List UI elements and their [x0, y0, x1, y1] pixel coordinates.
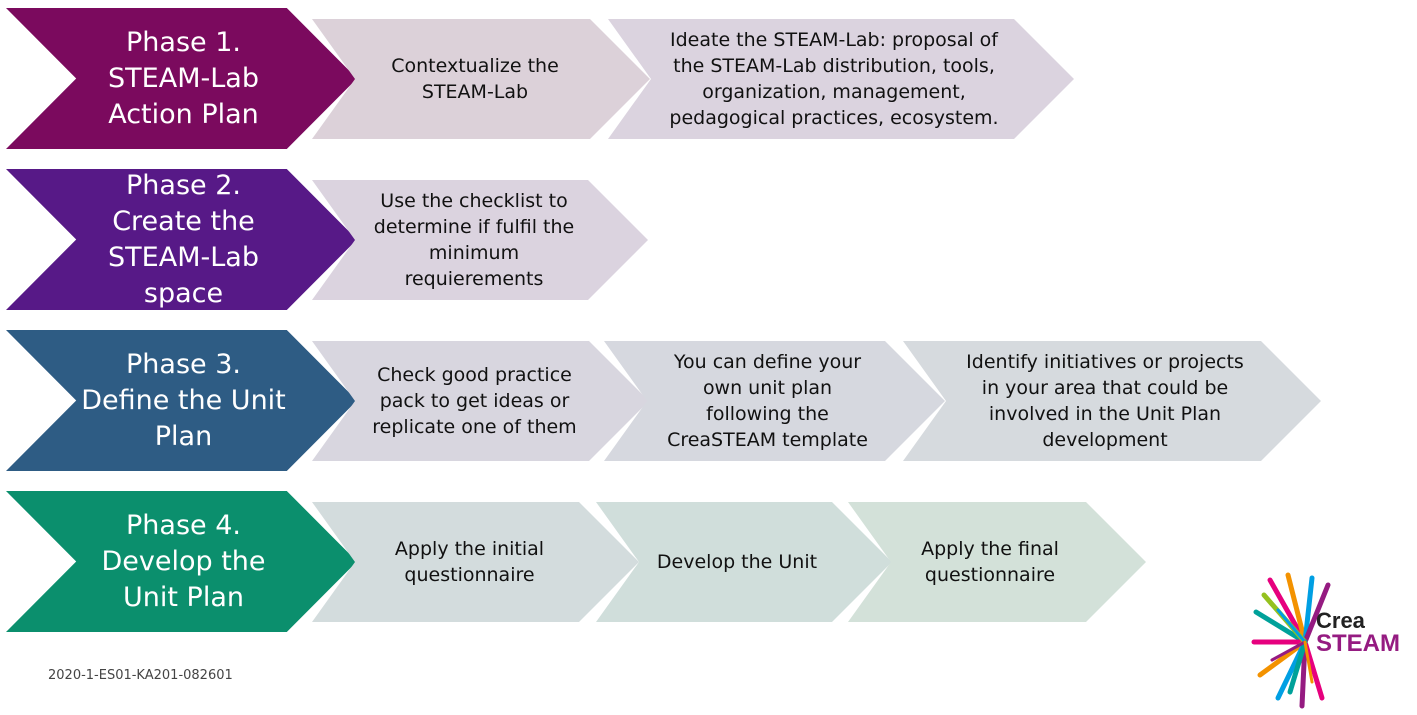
phase-4-chevron: Phase 4. Develop the Unit Plan — [6, 491, 357, 632]
phase-4-step-3-text: Apply the final questionnaire — [921, 538, 1059, 586]
phase-3-step-3-text: Identify initiatives or projects in your… — [966, 351, 1244, 451]
phase-2-chevron: Phase 2. Create the STEAM-Lab space — [6, 169, 357, 310]
phase-4-step-2: Develop the Unit — [596, 502, 892, 622]
phase-2-step-1: Use the checklist to determine if fulfil… — [312, 180, 648, 300]
phase-4-step-3: Apply the final questionnaire — [848, 502, 1146, 622]
phase-1-chevron: Phase 1. STEAM-Lab Action Plan — [6, 8, 357, 149]
phase-4-step-2-text: Develop the Unit — [656, 551, 818, 573]
phase-3-chevron: Phase 3. Define the Unit Plan — [6, 330, 357, 471]
phase-2-step-1-text: Use the checklist to determine if fulfil… — [373, 190, 575, 290]
phase-4-step-1-text: Apply the initial questionnaire — [394, 538, 545, 586]
project-code: 2020-1-ES01-KA201-082601 — [48, 668, 233, 683]
phase-3-step-2: You can define your own unit plan follow… — [604, 341, 945, 461]
creasteam-burst-logo-icon — [1251, 572, 1331, 709]
phase-1-step-2-text: Ideate the STEAM-Lab: proposal of the ST… — [669, 29, 999, 129]
phase-4-label: Phase 4. Develop the Unit Plan — [101, 509, 266, 613]
creasteam-logo: Crea STEAM — [1250, 570, 1410, 710]
phase-3-step-1-text: Check good practice pack to get ideas or… — [372, 364, 577, 438]
phase-3-label: Phase 3. Define the Unit Plan — [81, 348, 286, 452]
phase-3-step-2-text: You can define your own unit plan follow… — [667, 351, 868, 451]
phase-1-step-1: Contextualize the STEAM-Lab — [312, 19, 650, 139]
logo-steam-text: STEAM — [1316, 630, 1400, 657]
phase-1-label: Phase 1. STEAM-Lab Action Plan — [108, 26, 259, 130]
phase-1-step-2: Ideate the STEAM-Lab: proposal of the ST… — [608, 19, 1074, 139]
phase-3-step-3: Identify initiatives or projects in your… — [903, 341, 1321, 461]
phase-3-step-1: Check good practice pack to get ideas or… — [312, 341, 649, 461]
phase-1-step-1-text: Contextualize the STEAM-Lab — [391, 55, 559, 103]
phase-4-step-1: Apply the initial questionnaire — [312, 502, 639, 622]
phase-2-label: Phase 2. Create the STEAM-Lab space — [108, 169, 259, 309]
logo-crea-text: Crea — [1316, 608, 1365, 633]
